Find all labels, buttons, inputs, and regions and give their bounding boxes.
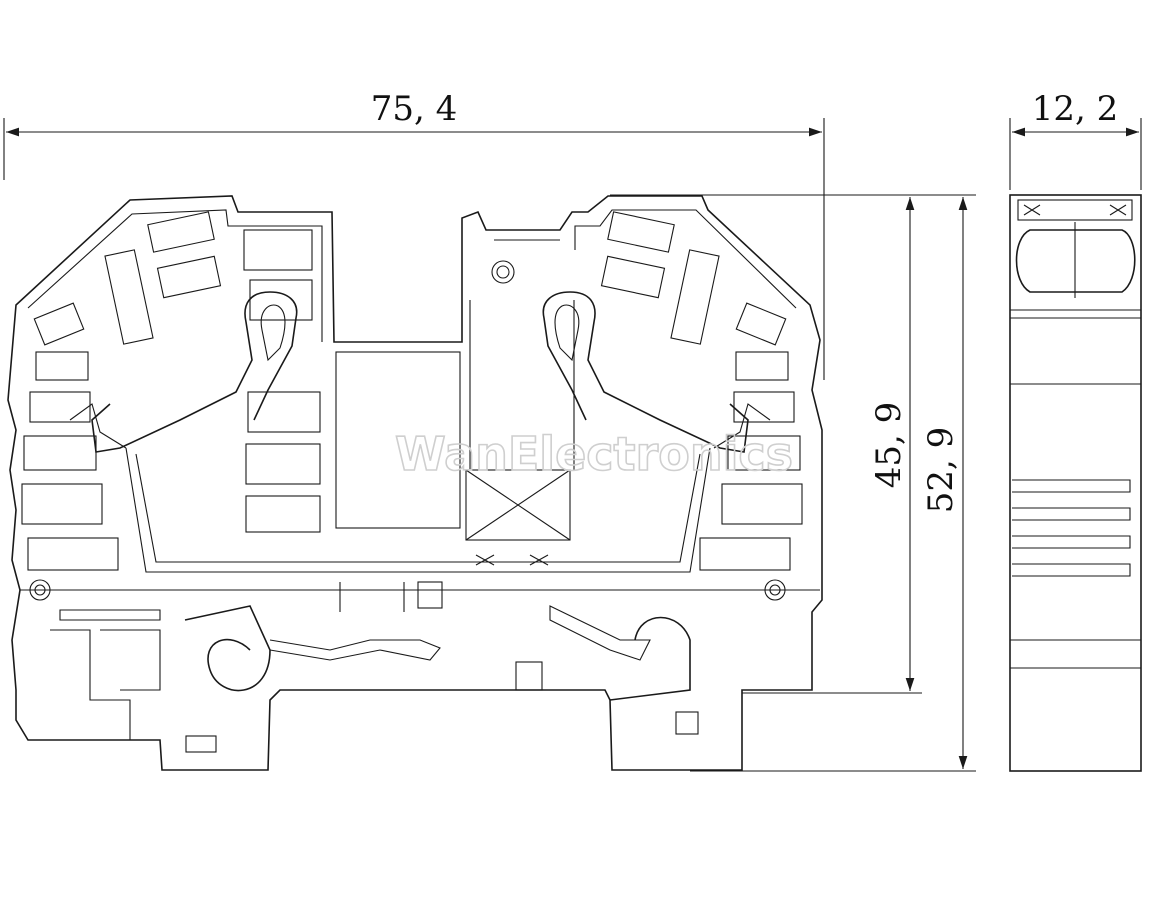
terminal-block-front-view (7, 195, 823, 771)
dimension-side-width: 12, 2 (1009, 89, 1142, 190)
terminal-block-side-view (1009, 194, 1142, 772)
watermark: WanElectronics (395, 427, 793, 481)
total-height-label: 52, 9 (921, 427, 961, 514)
left-clamp-spring (69, 291, 711, 573)
dimension-height-to-rail: 45, 9 (610, 194, 922, 694)
side-view-slots (1012, 479, 1131, 577)
dimension-total-height: 52, 9 (690, 194, 976, 772)
height-to-rail-label: 45, 9 (869, 402, 909, 489)
right-ribs (600, 211, 803, 571)
overall-width-label: 75, 4 (371, 89, 458, 129)
left-ribs (21, 211, 321, 571)
side-width-label: 12, 2 (1032, 89, 1119, 129)
dimension-overall-width: 75, 4 (3, 89, 825, 380)
base-section (20, 579, 820, 753)
right-clamp-spring (542, 291, 771, 453)
center-section (335, 239, 575, 566)
